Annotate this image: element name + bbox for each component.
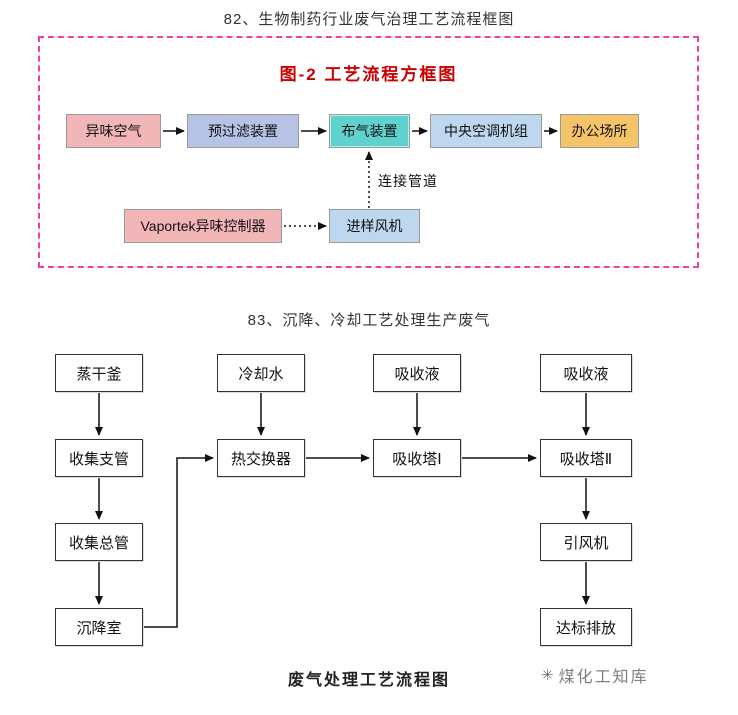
flow-box-induced-draft-fan: 引风机: [540, 523, 632, 561]
flow-box-prefilter: 预过滤装置: [187, 114, 299, 148]
flow-box-sampling-fan: 进样风机: [329, 209, 420, 243]
flow-box-odor-air: 异味空气: [66, 114, 161, 148]
flow-box-compliant-discharge: 达标排放: [540, 608, 632, 646]
section-title-83: 83、沉降、冷却工艺处理生产废气: [247, 312, 491, 329]
watermark: ✳ 煤化工知库: [541, 663, 649, 687]
watermark-label: 煤化工知库: [558, 669, 649, 686]
flow-box-settling-chamber: 沉降室: [55, 608, 143, 646]
flower-logo-icon: ✳: [541, 667, 554, 684]
flow-box-evaporation-kettle: 蒸干釜: [55, 354, 143, 392]
diagram-83: 83、沉降、冷却工艺处理生产废气 蒸干釜 收集支管: [0, 295, 738, 715]
figure-2-title: 图-2 工艺流程方框图: [279, 65, 458, 84]
flow-box-absorption-tower-1: 吸收塔Ⅰ: [373, 439, 461, 477]
section-title-82: 82、生物制药行业废气治理工艺流程框图: [223, 11, 515, 28]
flow-box-branch-collector: 收集支管: [55, 439, 143, 477]
flow-box-gas-distributor: 布气装置: [329, 114, 410, 148]
flow-box-absorbent-1: 吸收液: [373, 354, 461, 392]
flow-box-absorption-tower-2: 吸收塔Ⅱ: [540, 439, 632, 477]
diagram-82-frame: 图-2 工艺流程方框图 异味空气 预过滤装置 布气装置 中央空调机组 办公场所 …: [38, 36, 699, 268]
diagram2-connectors: [95, 392, 590, 628]
diagram2-caption: 废气处理工艺流程图: [287, 672, 450, 689]
flow-box-cooling-water: 冷却水: [217, 354, 305, 392]
flow-box-office: 办公场所: [560, 114, 639, 148]
flow-box-main-collector: 收集总管: [55, 523, 143, 561]
flow-box-heat-exchanger: 热交换器: [217, 439, 305, 477]
flow-box-vaportek-controller: Vaportek异味控制器: [124, 209, 282, 243]
flow-box-absorbent-2: 吸收液: [540, 354, 632, 392]
connecting-pipe-label: 连接管道: [378, 173, 438, 189]
flow-box-hvac-unit: 中央空调机组: [430, 114, 542, 148]
diagram1-connectors: [163, 127, 558, 230]
